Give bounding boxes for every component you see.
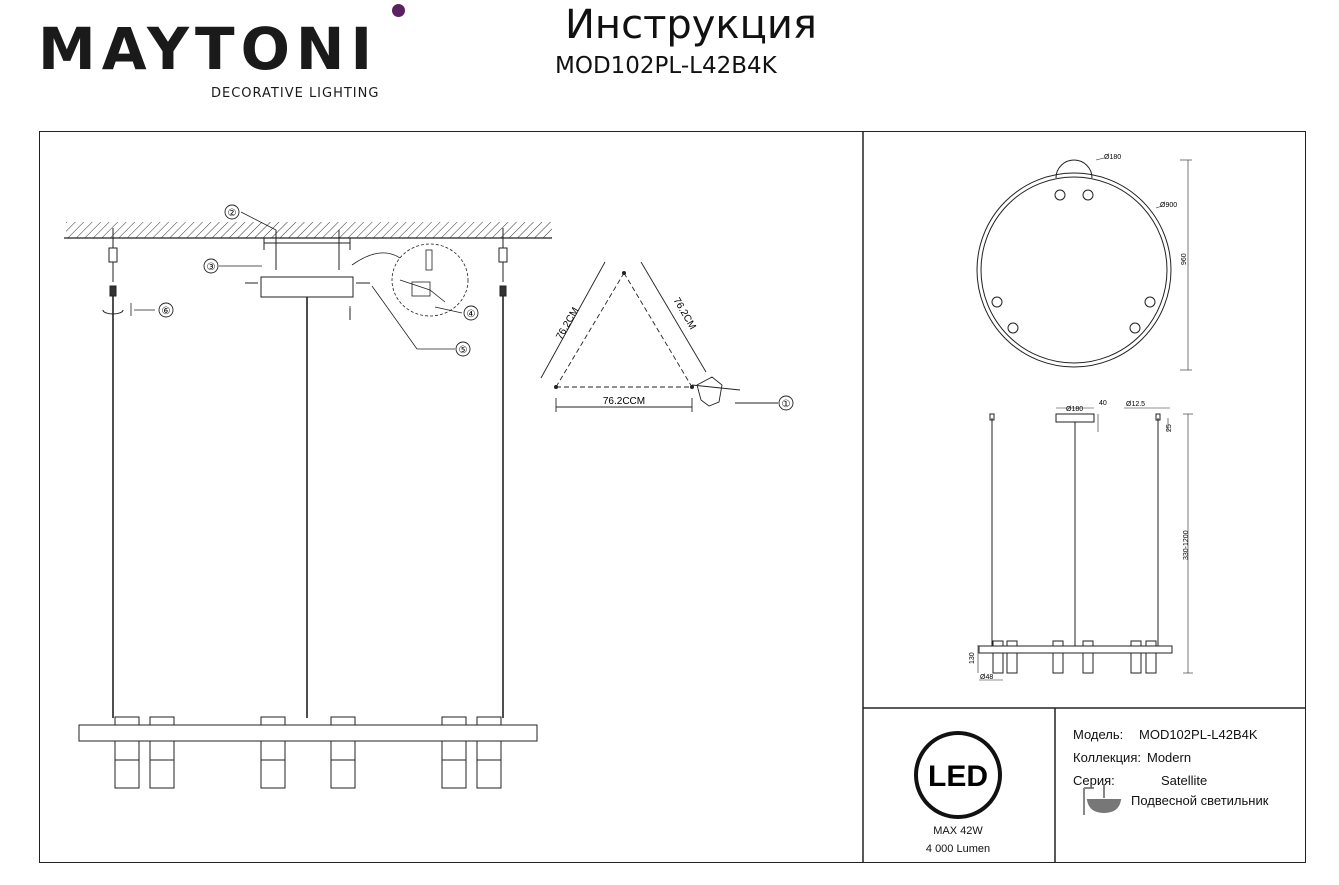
series-value: Satellite — [1161, 773, 1208, 788]
anchor-right — [498, 228, 508, 718]
product-type: Подвесной светильник — [1131, 793, 1269, 808]
brand-logo: MAYTONI — [38, 14, 378, 84]
dim-lamp-h: 130 — [969, 652, 976, 664]
page-title: Инструкция — [565, 2, 817, 48]
anchor-left — [102, 228, 124, 718]
triangle-layout — [540, 261, 778, 412]
led-badge-label: LED — [928, 760, 988, 793]
collection-value: Modern — [1147, 750, 1192, 765]
triangle-side-left: 76.2CM — [554, 306, 581, 342]
triangle-base: 76.2CCM — [603, 396, 645, 407]
callout-2: ② — [228, 208, 237, 219]
logo-dot — [392, 4, 405, 17]
dim-cable-h: 25 — [1166, 424, 1173, 432]
brand-tagline: DECORATIVE LIGHTING — [211, 86, 380, 101]
triangle-side-right: 76.2CM — [671, 296, 698, 332]
callout-1: ① — [782, 399, 791, 410]
led-lumen: 4 000 Lumen — [925, 843, 991, 855]
side-view — [977, 407, 1193, 681]
callout-4: ④ — [467, 309, 476, 320]
led-power: MAX 42W — [933, 825, 983, 837]
dim-drop: 330-1200 — [1183, 530, 1190, 560]
dim-ring: Ø900 — [1160, 202, 1177, 209]
callout-leaders — [130, 211, 463, 350]
model-label: Модель: — [1073, 727, 1124, 742]
series-label: Серия: — [1073, 773, 1115, 788]
ceiling — [64, 222, 552, 239]
canopy — [245, 230, 370, 718]
model-value: MOD102PL-L42B4K — [1139, 727, 1258, 742]
dim-lamp-dia: Ø48 — [980, 674, 993, 681]
brand-name: MAYTONI — [38, 15, 379, 83]
callout-5: ⑤ — [459, 345, 468, 356]
dim-cable: Ø12.5 — [1126, 401, 1145, 408]
collection-label: Коллекция: — [1073, 750, 1141, 765]
callout-3: ③ — [207, 262, 216, 273]
fixture-install — [78, 716, 538, 789]
pendant-lamp-icon — [1083, 784, 1122, 815]
detail-bubble — [351, 243, 469, 317]
drawing-frame — [39, 131, 1306, 863]
top-view — [976, 157, 1192, 371]
callout-6: ⑥ — [162, 306, 171, 317]
dim-height: 960 — [1181, 253, 1188, 265]
dim-canopy-side: Ø180 — [1066, 406, 1083, 413]
led-badge-icon — [914, 731, 1002, 819]
model-heading: MOD102PL-L42B4K — [555, 53, 777, 79]
callout-circles — [158, 204, 794, 411]
dim-canopy-top: Ø180 — [1104, 154, 1121, 161]
dim-canopy-h: 40 — [1099, 400, 1107, 407]
